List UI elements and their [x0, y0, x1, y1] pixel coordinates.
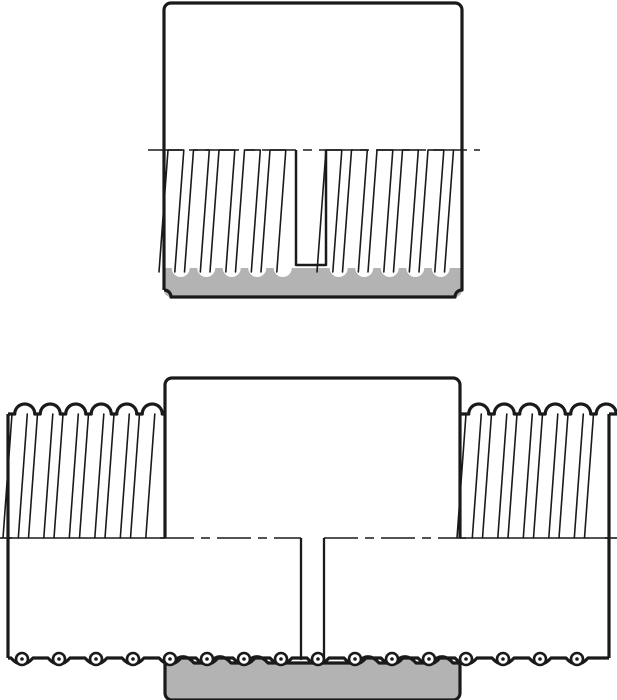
lower-full-section-view [0, 376, 617, 700]
thread-flank-line [53, 413, 64, 539]
thread-flank-line [94, 413, 105, 539]
thread-flank-line [78, 413, 90, 539]
thread-root-dot [242, 657, 246, 661]
thread-flank-line [174, 149, 185, 273]
thread-flank-line [583, 413, 595, 539]
upper-internal-threads [158, 149, 455, 273]
thread-flank-line [260, 149, 271, 273]
thread-flank-line [471, 413, 483, 539]
lower-center-bore [299, 538, 326, 660]
thread-flank-line [507, 413, 518, 539]
thread-flank-line [434, 149, 445, 273]
thread-flank-line [119, 413, 131, 539]
thread-flank-line [367, 149, 378, 273]
thread-root-dot [353, 657, 357, 661]
thread-flank-line [158, 149, 169, 273]
thread-root-dot [20, 657, 24, 661]
thread-root-dot [538, 657, 542, 661]
thread-flank-line [332, 149, 343, 273]
upper-partial-section-view [148, 1, 480, 299]
thread-flank-line [199, 149, 211, 273]
lower-thread-root-circles [14, 651, 585, 667]
thread-flank-line [234, 149, 246, 273]
thread-flank-line [42, 413, 54, 539]
thread-root-dot [390, 657, 394, 661]
thread-root-dot [131, 657, 135, 661]
thread-flank-line [408, 149, 420, 273]
thread-flank-line [383, 149, 394, 273]
lower-center-hub-outline [163, 376, 462, 538]
thread-flank-line [418, 149, 429, 273]
thread-root-dot [501, 657, 505, 661]
thread-flank-line [357, 149, 369, 273]
thread-flank-line [573, 413, 585, 539]
thread-root-dot [279, 657, 283, 661]
lower-external-threads-upper [2, 413, 595, 539]
lower-thread-crest-line [460, 402, 617, 416]
thread-flank-line [27, 413, 39, 539]
thread-flank-line [104, 413, 115, 539]
thread-root-dot [464, 657, 468, 661]
thread-root-dot [575, 657, 579, 661]
thread-flank-line [341, 149, 353, 273]
thread-flank-line [547, 413, 559, 539]
thread-flank-line [68, 413, 80, 539]
thread-flank-line [145, 413, 156, 539]
thread-flank-line [276, 149, 287, 273]
lower-thread-crest-line [8, 402, 165, 416]
thread-flank-line [209, 149, 220, 273]
thread-flank-line [17, 413, 29, 539]
thread-flank-line [443, 149, 455, 273]
thread-flank-line [316, 149, 327, 273]
thread-flank-line [225, 149, 236, 273]
thread-flank-line [250, 149, 262, 273]
thread-flank-line [392, 149, 404, 273]
thread-flank-line [522, 413, 534, 539]
thread-root-dot [316, 657, 320, 661]
thread-flank-line [496, 413, 508, 539]
thread-root-dot [94, 657, 98, 661]
thread-root-dot [57, 657, 61, 661]
thread-root-dot [168, 657, 172, 661]
upper-section-fill [164, 268, 462, 297]
upper-section-band-fill [164, 268, 462, 297]
thread-root-dot [205, 657, 209, 661]
thread-flank-line [481, 413, 493, 539]
thread-flank-line [558, 413, 569, 539]
thread-relief-groove [294, 150, 328, 267]
thread-flank-line [532, 413, 544, 539]
thread-flank-line [129, 413, 141, 539]
thread-flank-line [183, 149, 195, 273]
lower-barrel-outline [6, 414, 611, 658]
thread-root-dot [427, 657, 431, 661]
upper-body-outline [162, 1, 464, 299]
